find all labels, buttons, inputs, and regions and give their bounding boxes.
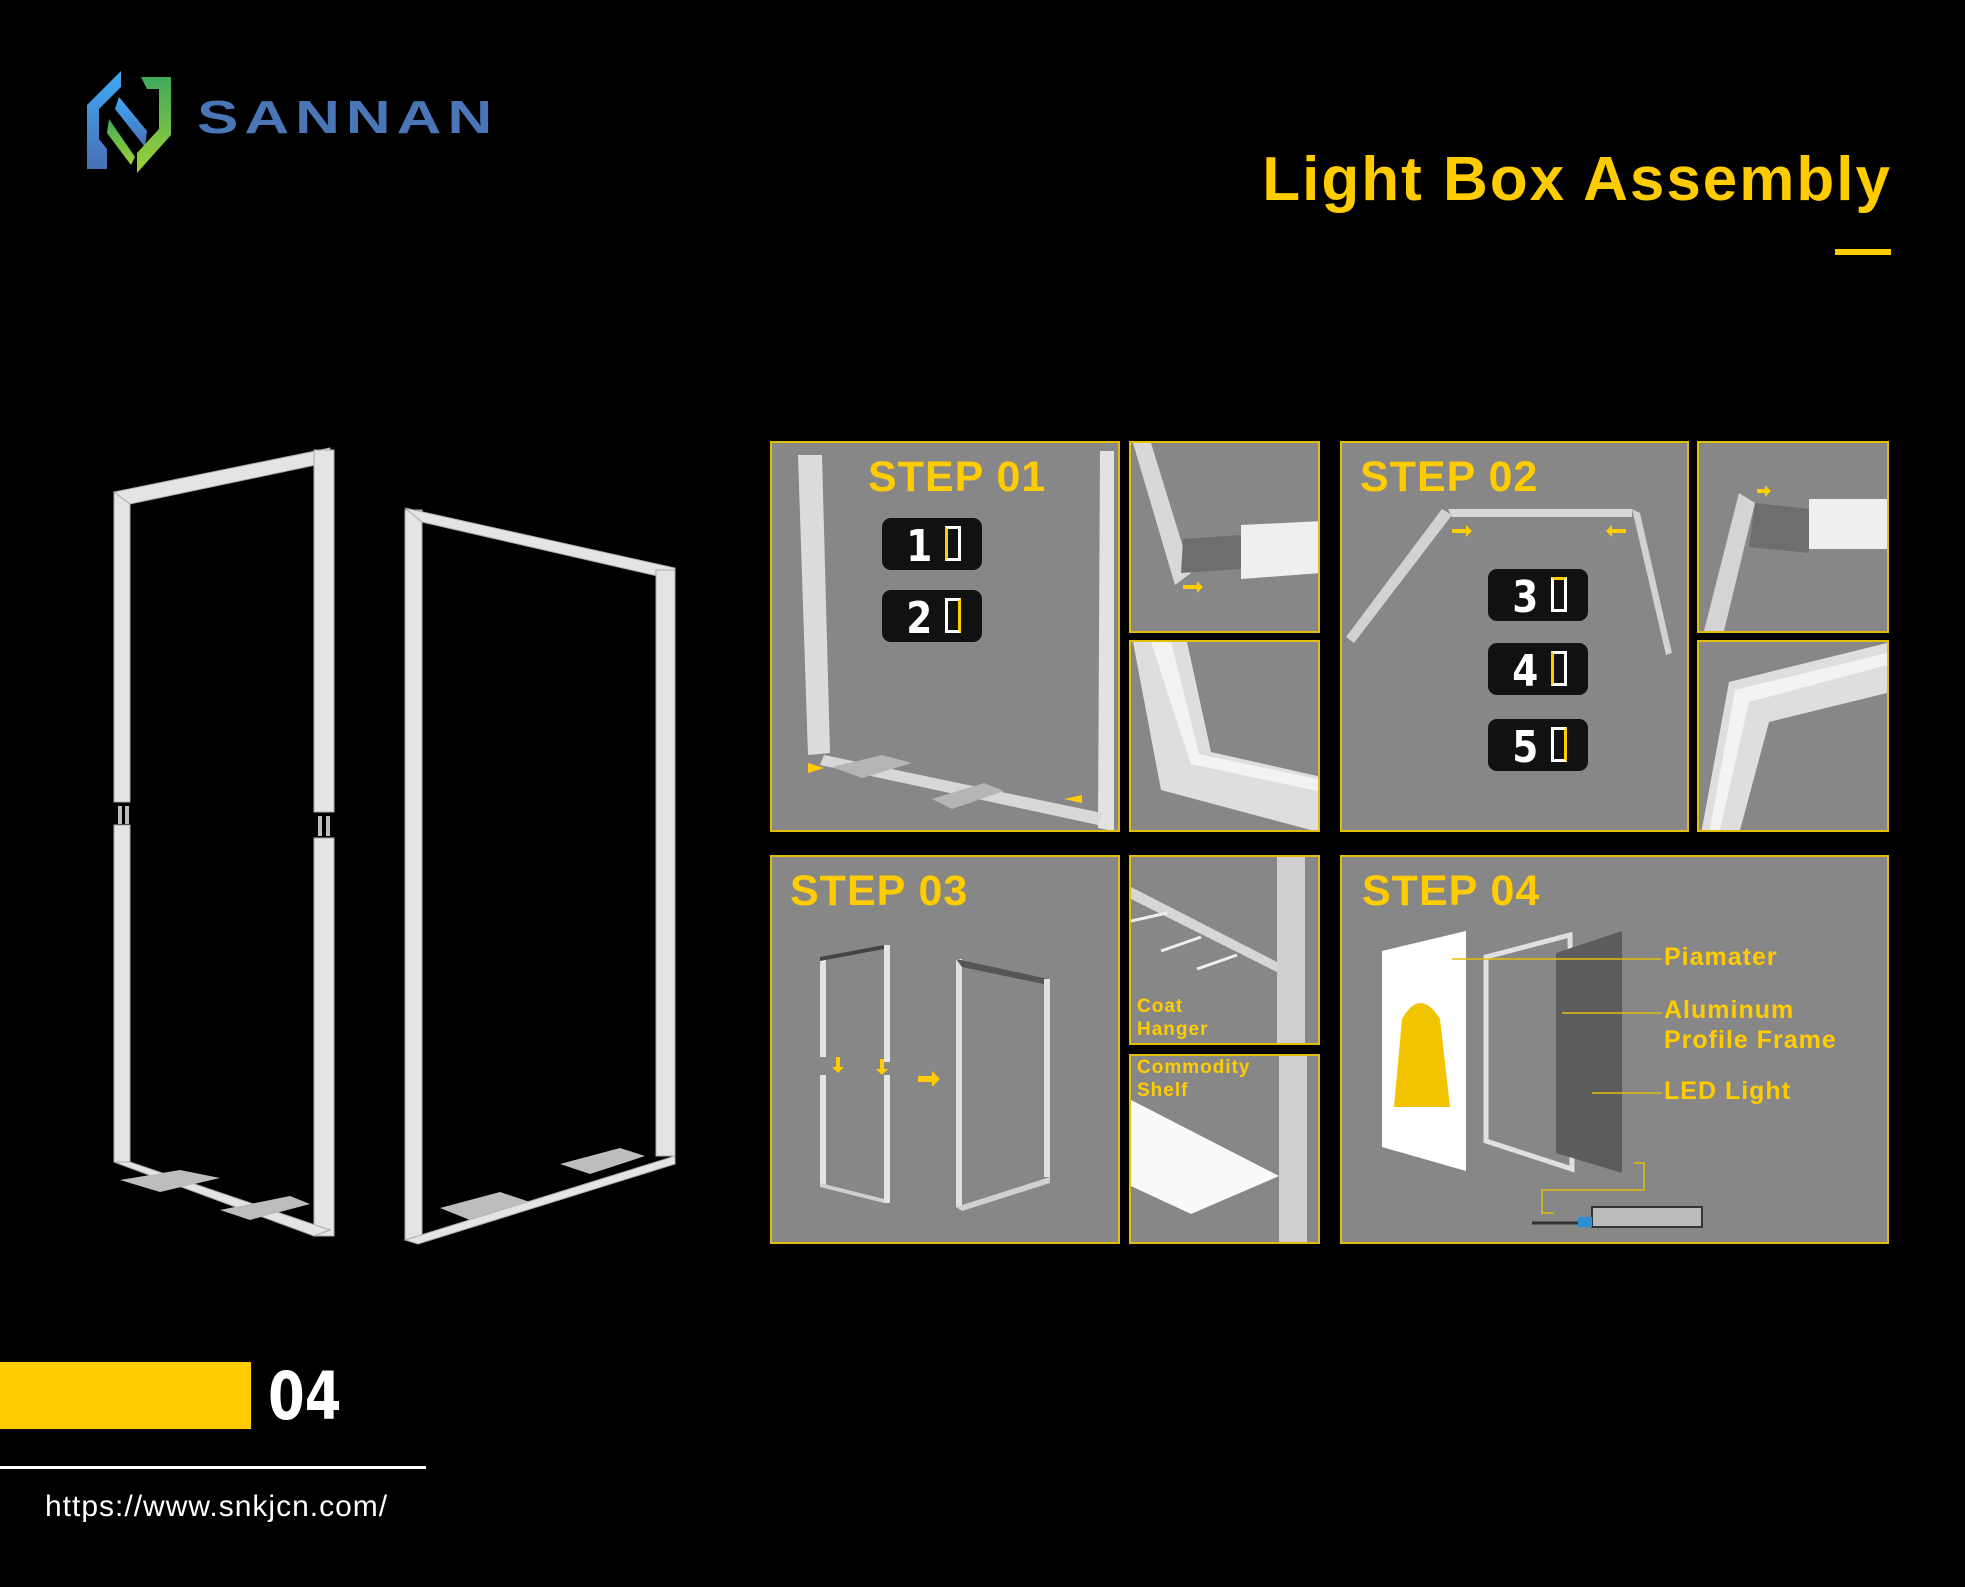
step-02-illustration xyxy=(1346,509,1672,655)
badge-number: 4 xyxy=(1512,646,1539,697)
step-02-detail-connector xyxy=(1697,441,1889,633)
commodity-shelf-inset: Commodity Shelf xyxy=(1129,1054,1320,1244)
coat-hanger-label: Coat Hanger xyxy=(1137,996,1209,1040)
step-02-detail-corner xyxy=(1697,640,1889,832)
title-underline xyxy=(1835,249,1891,255)
frame-graphic xyxy=(1483,931,1575,1173)
step-01-title: STEP 01 xyxy=(868,453,1047,501)
brand-logo: SANNAN xyxy=(85,69,495,177)
step-badge-1: 1 xyxy=(882,518,982,572)
step-badge-5: 5 xyxy=(1488,719,1588,773)
toggle-segment-icon xyxy=(945,598,961,633)
light-box-frames-illustration xyxy=(112,447,676,1245)
commodity-shelf-label: Commodity Shelf xyxy=(1137,1057,1251,1101)
badge-number: 1 xyxy=(906,521,933,572)
led-panel-graphic xyxy=(1556,931,1622,1173)
step-04-illustration xyxy=(1382,931,1703,1228)
brand-name: SANNAN xyxy=(197,91,499,144)
step-04-panel: STEP 04 Piamater Aluminum Profile Frame … xyxy=(1340,855,1889,1244)
step-02-title: STEP 02 xyxy=(1360,453,1539,501)
step-badge-2: 2 xyxy=(882,590,982,644)
step-badge-3: 3 xyxy=(1488,569,1588,623)
coat-hanger-inset: Coat Hanger xyxy=(1129,855,1320,1045)
step-03-title: STEP 03 xyxy=(790,867,969,915)
footer-divider xyxy=(0,1466,426,1469)
badge-number: 2 xyxy=(906,593,933,644)
logo-mark-icon xyxy=(87,71,171,173)
power-supply-icon xyxy=(1591,1206,1703,1228)
toggle-segment-icon xyxy=(1551,577,1567,612)
badge-number: 3 xyxy=(1512,572,1539,623)
step-01-illustration xyxy=(798,451,1114,830)
top-connector-detail-illustration xyxy=(1704,485,1887,631)
piamater-label: Piamater xyxy=(1664,943,1778,971)
step-badge-4: 4 xyxy=(1488,643,1588,697)
page-title: Light Box Assembly xyxy=(1262,145,1892,214)
badge-number: 5 xyxy=(1512,722,1539,773)
website-link[interactable]: https://www.snkjcn.com/ xyxy=(45,1490,389,1523)
step-03-illustration xyxy=(820,945,1050,1211)
commodity-shelf-illustration xyxy=(1131,1056,1307,1242)
page-number: 04 xyxy=(268,1358,342,1435)
toggle-segment-icon xyxy=(945,526,961,561)
step-02-panel: STEP 02 3 4 5 xyxy=(1340,441,1689,832)
toggle-segment-icon xyxy=(1551,727,1567,762)
connector-detail-illustration xyxy=(1133,443,1318,593)
step-04-title: STEP 04 xyxy=(1362,867,1541,915)
step-01-panel: STEP 01 1 2 xyxy=(770,441,1120,832)
toggle-segment-icon xyxy=(1551,651,1567,686)
page-number-bar xyxy=(0,1362,251,1429)
coat-hanger-illustration xyxy=(1131,857,1305,1043)
jacket-icon xyxy=(1394,1003,1450,1107)
corner-detail-illustration xyxy=(1133,642,1318,830)
top-corner-detail-illustration xyxy=(1701,642,1887,830)
aluminum-frame-label: Aluminum Profile Frame xyxy=(1664,996,1837,1054)
step-01-detail-connector xyxy=(1129,441,1320,633)
led-light-label: LED Light xyxy=(1664,1077,1792,1105)
step-01-detail-corner xyxy=(1129,640,1320,832)
step-03-panel: STEP 03 xyxy=(770,855,1120,1244)
